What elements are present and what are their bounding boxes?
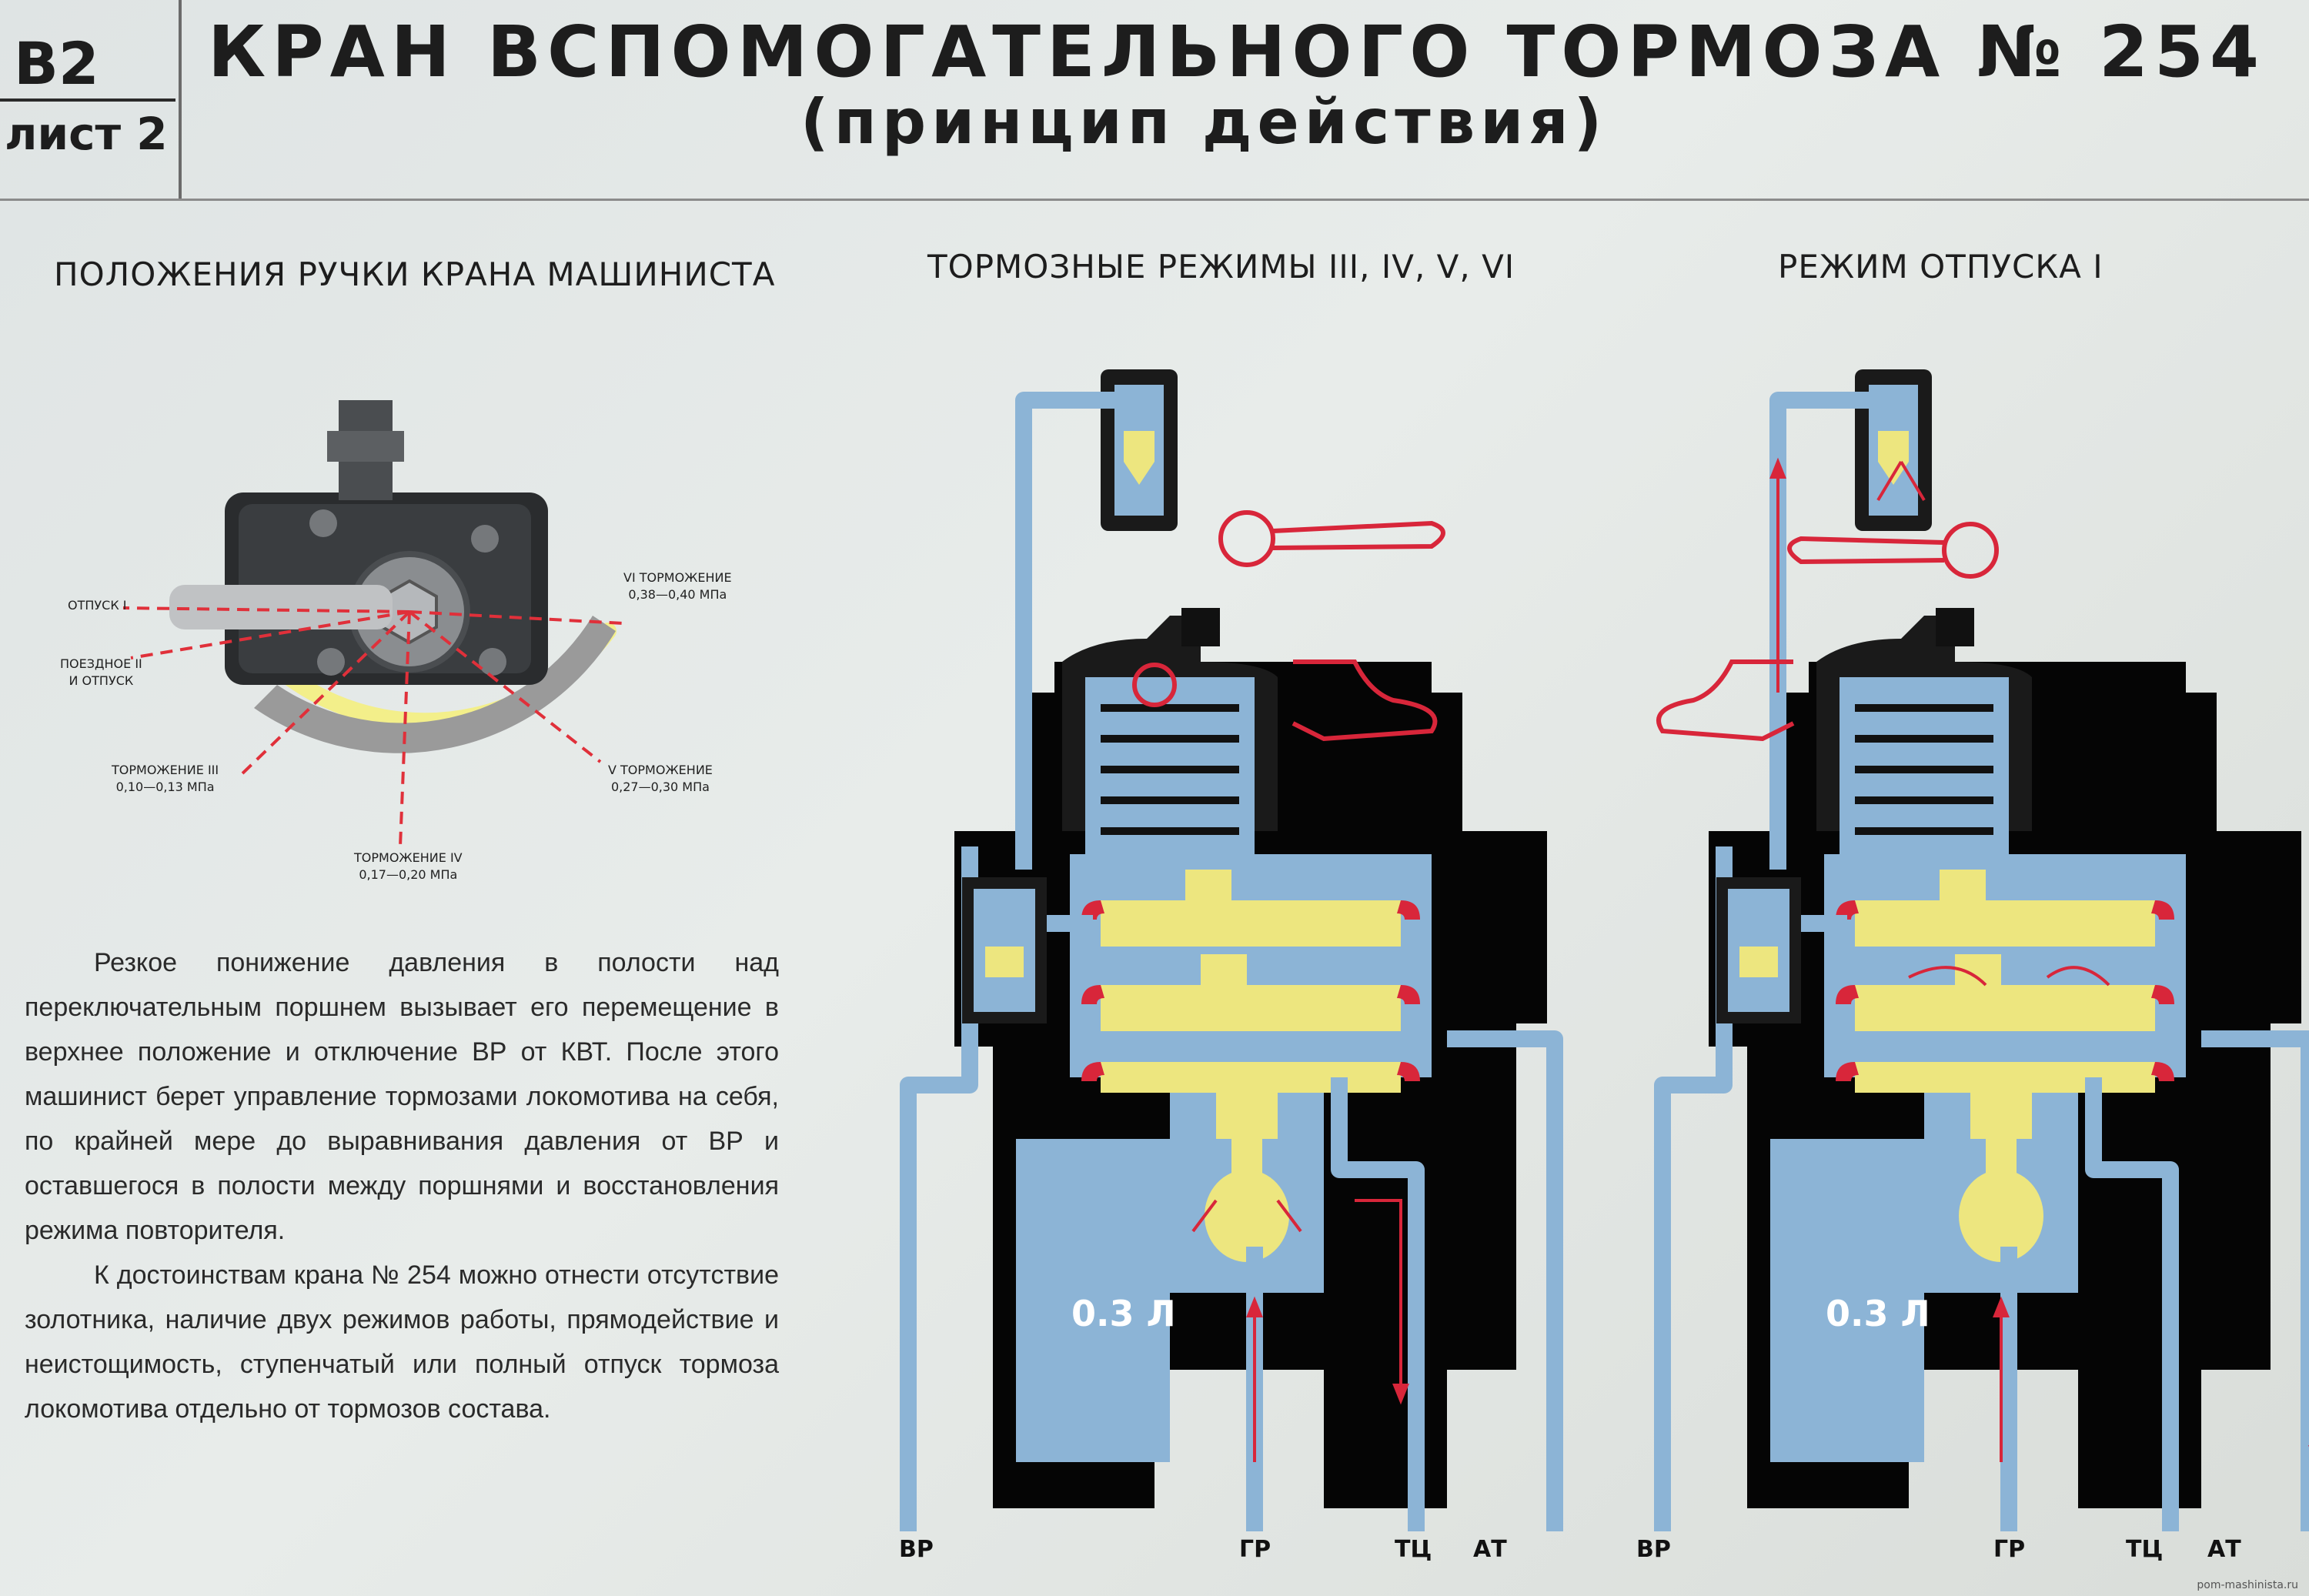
port-vr-release: ВР (1636, 1536, 1671, 1563)
position-brake-3-value: 0,10—0,13 МПа (115, 780, 215, 794)
release-mode-diagram (1659, 369, 2309, 1531)
position-brake-4-value: 0,17—0,20 МПа (359, 867, 458, 882)
position-brake-5-label: V ТОРМОЖЕНИЕ (608, 763, 713, 777)
braking-mode-diagram (908, 369, 1555, 1531)
port-gr-release: ГР (1993, 1536, 2026, 1563)
port-tc-release: ТЦ (2126, 1536, 2164, 1563)
description-paragraph-1: Резкое понижение давления в полости над … (25, 948, 779, 1245)
handle-outline-lower (1656, 659, 1795, 742)
sheet-code-divider (0, 98, 175, 102)
position-brake-5: V ТОРМОЖЕНИЕ 0,27—0,30 МПа (608, 762, 713, 796)
page-title: КРАН ВСПОМОГАТЕЛЬНОГО ТОРМОЗА № 254 (208, 11, 2265, 93)
position-release-1: ОТПУСК I (68, 598, 127, 613)
sheet-code: В2 (14, 29, 99, 98)
description-paragraph-2: К достоинствам крана № 254 можно отнести… (25, 1260, 779, 1424)
position-brake-6-label: VI ТОРМОЖЕНИЕ (623, 570, 732, 585)
sheet-id-box (0, 0, 182, 199)
handle-outline-lower (1132, 659, 1438, 742)
section-heading-braking-modes: ТОРМОЗНЫЕ РЕЖИМЫ III, IV, V, VI (927, 248, 1515, 285)
handle (169, 585, 393, 629)
port-vr-braking: ВР (899, 1536, 934, 1563)
position-brake-6-value: 0,38—0,40 МПа (628, 587, 727, 602)
sheet-number: лист 2 (5, 108, 168, 160)
position-train-2-line2: И ОТПУСК (69, 673, 134, 688)
handle-scale-sector (254, 616, 616, 753)
position-train-2-line1: ПОЕЗДНОЕ II (60, 656, 142, 671)
handle-outline-upper (1787, 522, 1999, 579)
position-brake-4-label: ТОРМОЖЕНИЕ IV (354, 850, 463, 865)
port-at-release: АТ (2207, 1536, 2241, 1563)
handle-positions-figure (122, 400, 624, 847)
description-text: Резкое понижение давления в полости над … (25, 940, 779, 1431)
position-train-2: ПОЕЗДНОЕ II И ОТПУСК (60, 656, 142, 689)
flow-arrows (1769, 457, 2309, 1462)
page-subtitle: (принцип действия) (800, 86, 1608, 158)
header-divider (0, 199, 2309, 201)
reservoir-label-braking: 0.3 Л (1071, 1293, 1176, 1334)
section-heading-release-mode: РЕЖИМ ОТПУСКА I (1778, 248, 2103, 285)
position-brake-3-label: ТОРМОЖЕНИЕ III (112, 763, 219, 777)
reservoir-label-release: 0.3 Л (1826, 1293, 1930, 1334)
port-gr-braking: ГР (1239, 1536, 1271, 1563)
handle-outline-upper (1218, 510, 1445, 567)
port-tc-braking: ТЦ (1395, 1536, 1432, 1563)
watermark: pom-mashinista.ru (2197, 1579, 2298, 1591)
position-brake-5-value: 0,27—0,30 МПа (610, 780, 710, 794)
position-brake-4: ТОРМОЖЕНИЕ IV 0,17—0,20 МПа (354, 850, 463, 883)
position-brake-6: VI ТОРМОЖЕНИЕ 0,38—0,40 МПа (623, 569, 732, 603)
port-at-braking: АТ (1473, 1536, 1507, 1563)
section-heading-handle-positions: ПОЛОЖЕНИЯ РУЧКИ КРАНА МАШИНИСТА (54, 255, 776, 293)
flow-arrows (1191, 1199, 1409, 1462)
position-brake-3: ТОРМОЖЕНИЕ III 0,10—0,13 МПа (112, 762, 219, 796)
